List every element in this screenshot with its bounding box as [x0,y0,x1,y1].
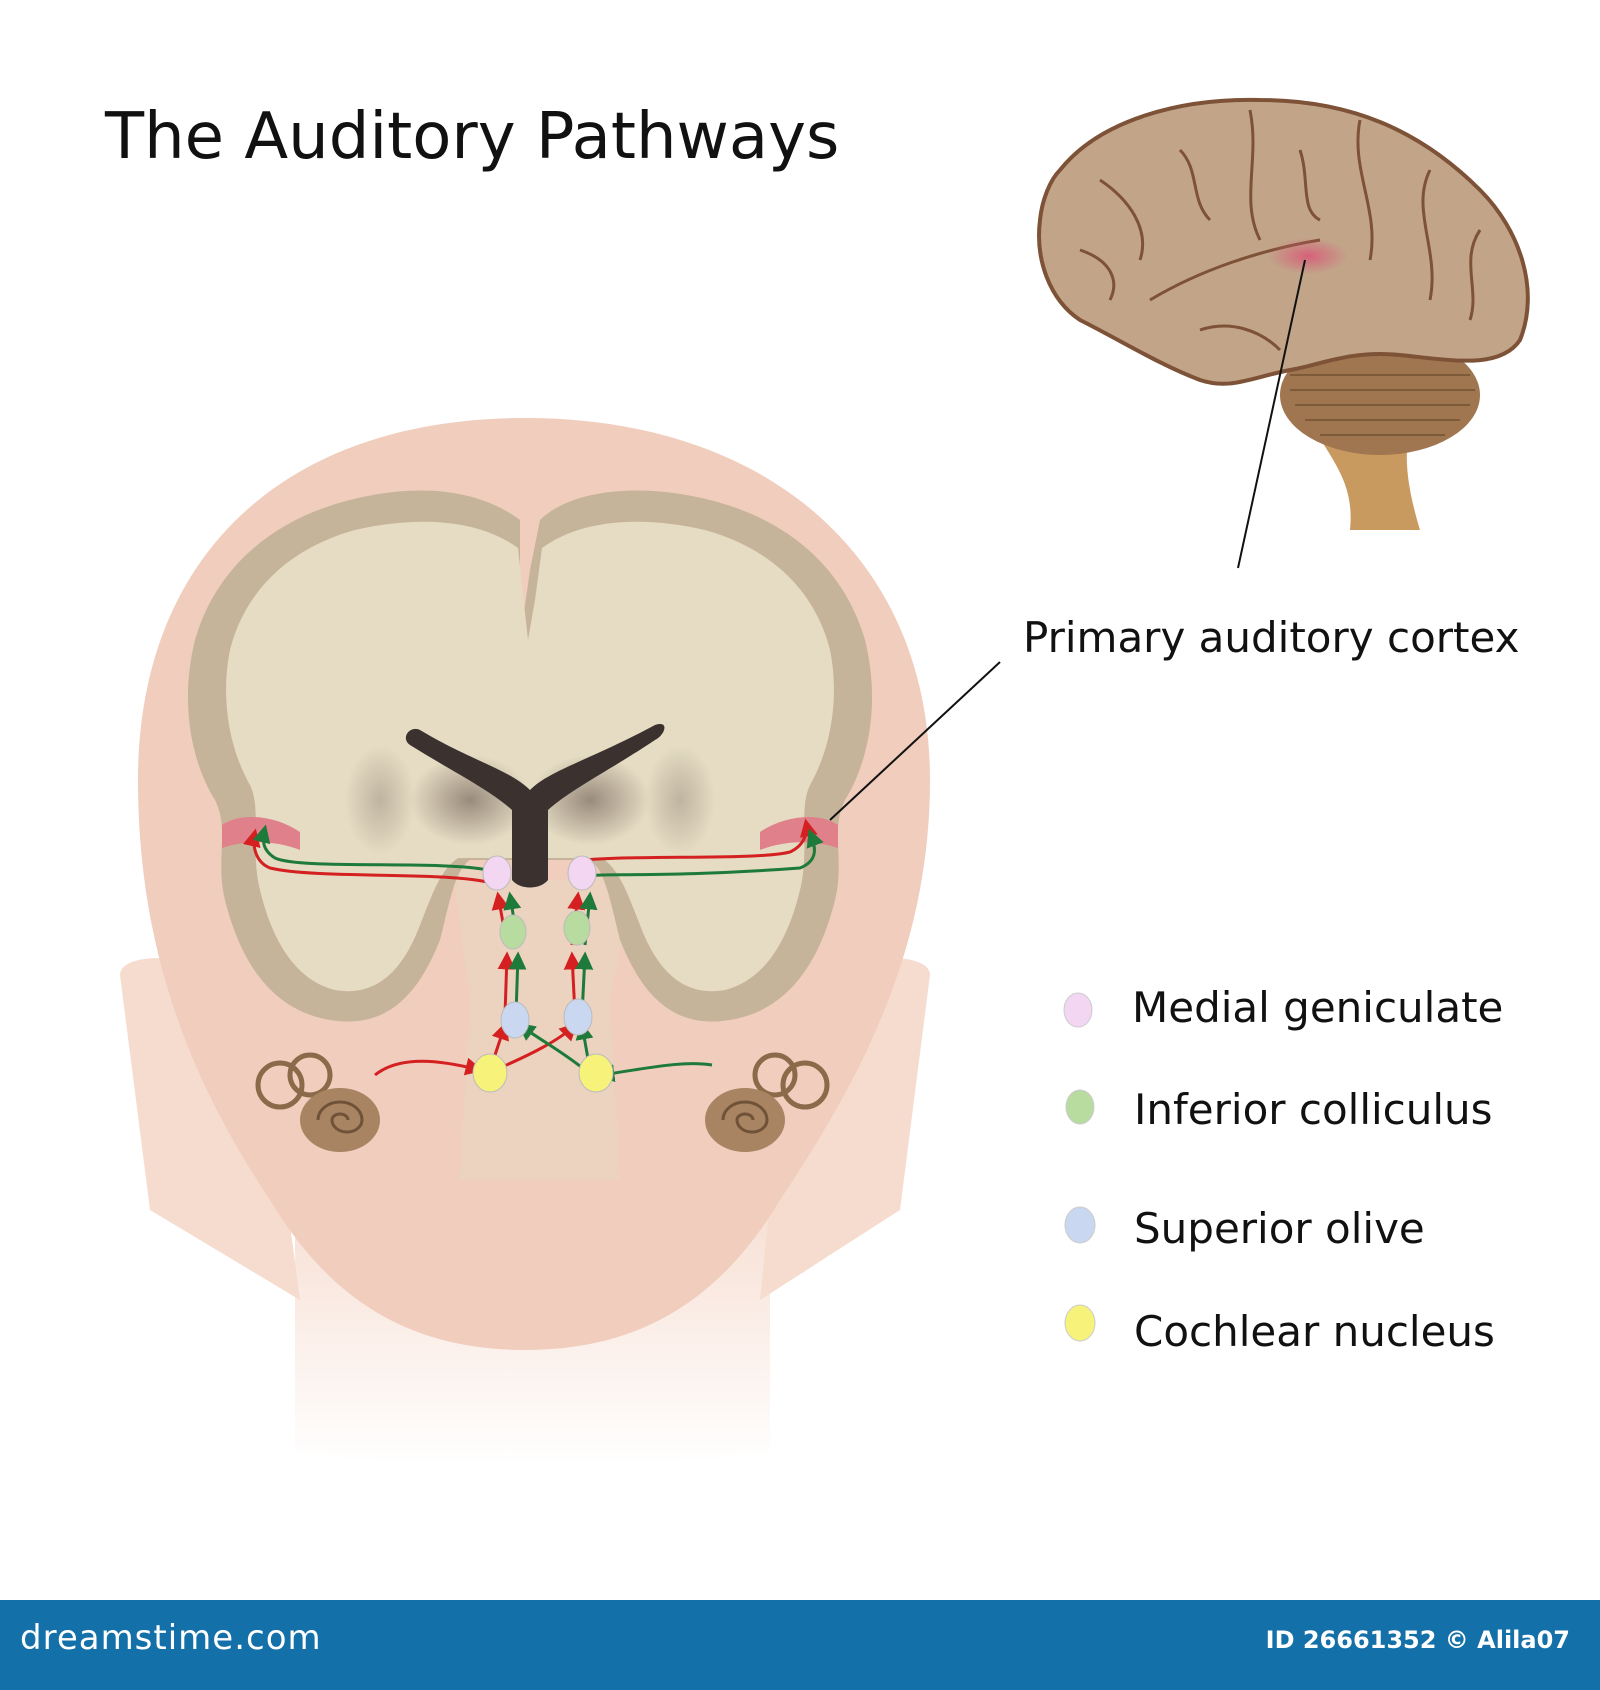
medial-geniculate-dot [1063,992,1093,1028]
legend: Medial geniculate Inferior colliculus Su… [1063,983,1503,1356]
legend-label-inferior-colliculus: Inferior colliculus [1134,1085,1493,1134]
cochlea-right [705,1052,830,1152]
nuclei [472,855,614,1093]
superior-olive-dot [1064,1206,1096,1244]
callout-label: Primary auditory cortex [1023,613,1519,662]
legend-label-superior-olive: Superior olive [1134,1204,1425,1253]
inferior-colliculus-right [563,910,591,946]
auditory-cortex-side [1268,238,1348,274]
brain-side-view [1037,97,1530,530]
brainstem [450,850,640,1180]
medial-geniculate-right [567,855,597,891]
insula-shade-right [645,745,715,855]
legend-label-medial-geniculate: Medial geniculate [1132,983,1503,1032]
footer-bar: dreamstime.com ID 26661352 © Alila07 [0,1600,1600,1690]
cochlea-left [255,1052,380,1152]
inferior-colliculus-dot [1065,1089,1095,1125]
superior-olive-left [500,1001,530,1039]
legend-label-cochlear-nucleus: Cochlear nucleus [1134,1307,1495,1356]
insula-shade-left [345,745,415,855]
cochlear-nucleus-dot [1064,1304,1096,1342]
inferior-colliculus-left [499,914,527,950]
head-section [120,418,930,1465]
pointer-line-inset [1237,259,1306,569]
superior-olive-right [563,998,593,1036]
page-title: The Auditory Pathways [104,100,839,174]
cerebellum [1280,335,1480,455]
cochlear-nucleus-left [472,1053,508,1093]
pointer-line-head [829,661,1001,821]
medial-geniculate-left [482,855,512,891]
auditory-pathways-diagram: The Auditory Pathways [104,97,1530,1465]
cerebellum-folia [1290,374,1475,436]
footer-image-id: ID 26661352 © Alila07 [1265,1626,1570,1654]
cochlear-nucleus-right [578,1053,614,1093]
lateral-ventricles [405,723,665,888]
footer-site-link[interactable]: dreamstime.com [20,1618,322,1658]
